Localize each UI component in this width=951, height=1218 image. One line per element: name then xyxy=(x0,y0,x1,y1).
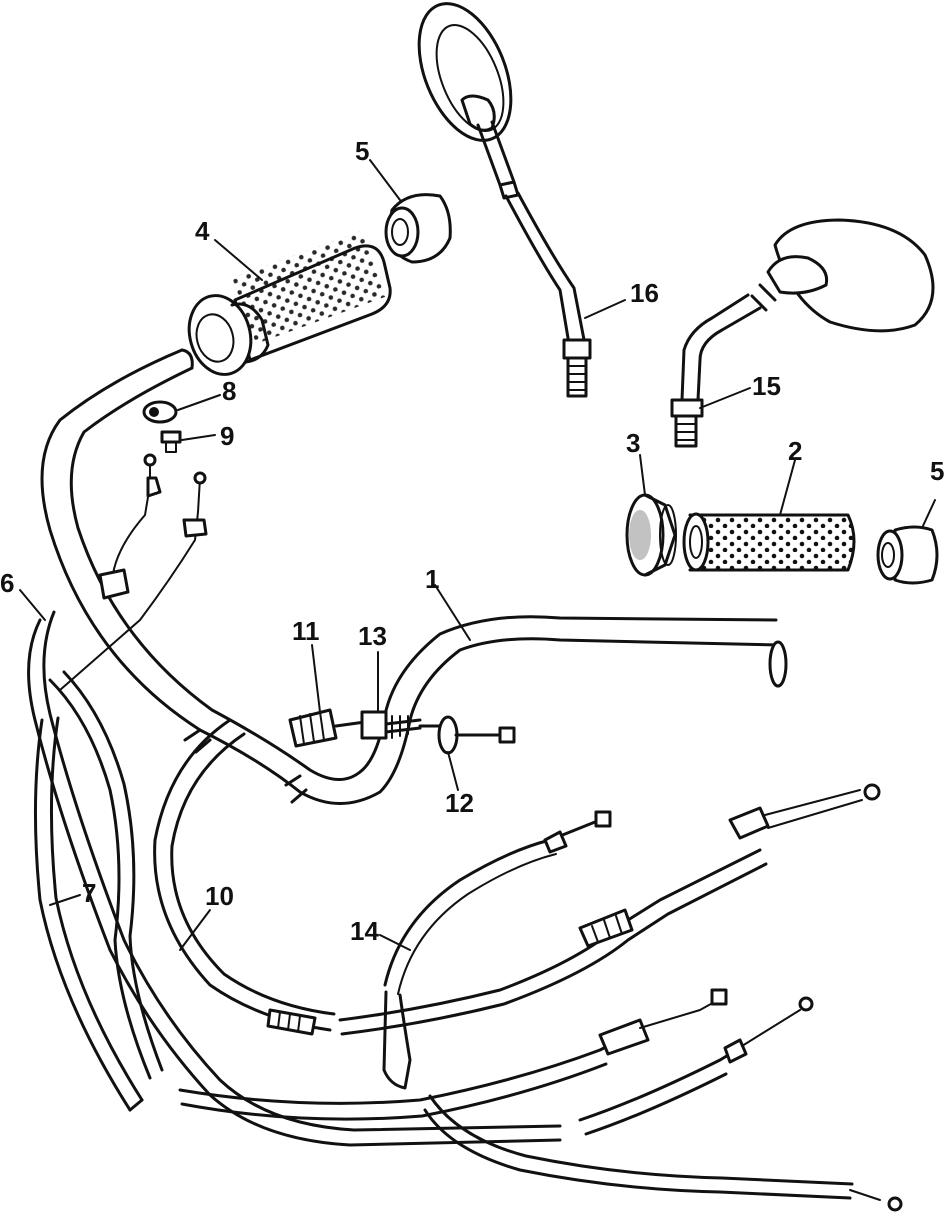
callout-4: 4 xyxy=(195,216,210,246)
callout-16: 16 xyxy=(630,278,659,308)
leader-lines xyxy=(19,159,936,951)
clutch-cable xyxy=(153,718,336,1036)
callout-3: 3 xyxy=(626,428,640,458)
callout-5-right: 5 xyxy=(930,456,944,486)
right-grip xyxy=(682,512,856,572)
switch-leads xyxy=(59,453,208,691)
callout-13: 13 xyxy=(358,621,387,651)
clutch-cable-long xyxy=(338,783,881,1036)
right-mirror xyxy=(670,218,935,448)
cable-adjuster xyxy=(288,708,516,755)
throttle-cable-3 xyxy=(48,670,164,1080)
handlebar xyxy=(40,348,788,805)
screw xyxy=(160,430,182,453)
callout-6: 6 xyxy=(0,568,14,598)
right-grip-end xyxy=(876,525,939,585)
callout-14: 14 xyxy=(350,916,379,946)
right-grip-cap xyxy=(625,493,677,577)
callout-labels: 1 2 3 4 5 5 6 7 8 9 10 11 12 13 14 15 16 xyxy=(0,136,944,946)
throttle-cable-main xyxy=(27,610,562,1147)
callout-12: 12 xyxy=(445,788,474,818)
callout-2: 2 xyxy=(788,436,802,466)
left-mirror xyxy=(417,2,592,398)
callout-5-left: 5 xyxy=(355,136,369,166)
clamp-nut xyxy=(142,400,178,424)
callout-9: 9 xyxy=(220,421,234,451)
throttle-cable-2 xyxy=(33,716,144,1112)
callout-7: 7 xyxy=(82,878,96,908)
left-grip-end xyxy=(384,193,452,264)
callout-10: 10 xyxy=(205,881,234,911)
callout-11: 11 xyxy=(292,616,320,646)
callout-1: 1 xyxy=(425,564,439,594)
choke-cable xyxy=(382,810,612,1090)
callout-15: 15 xyxy=(752,371,781,401)
left-grip xyxy=(187,230,392,376)
lower-cables xyxy=(178,988,903,1212)
callout-8: 8 xyxy=(222,376,236,406)
